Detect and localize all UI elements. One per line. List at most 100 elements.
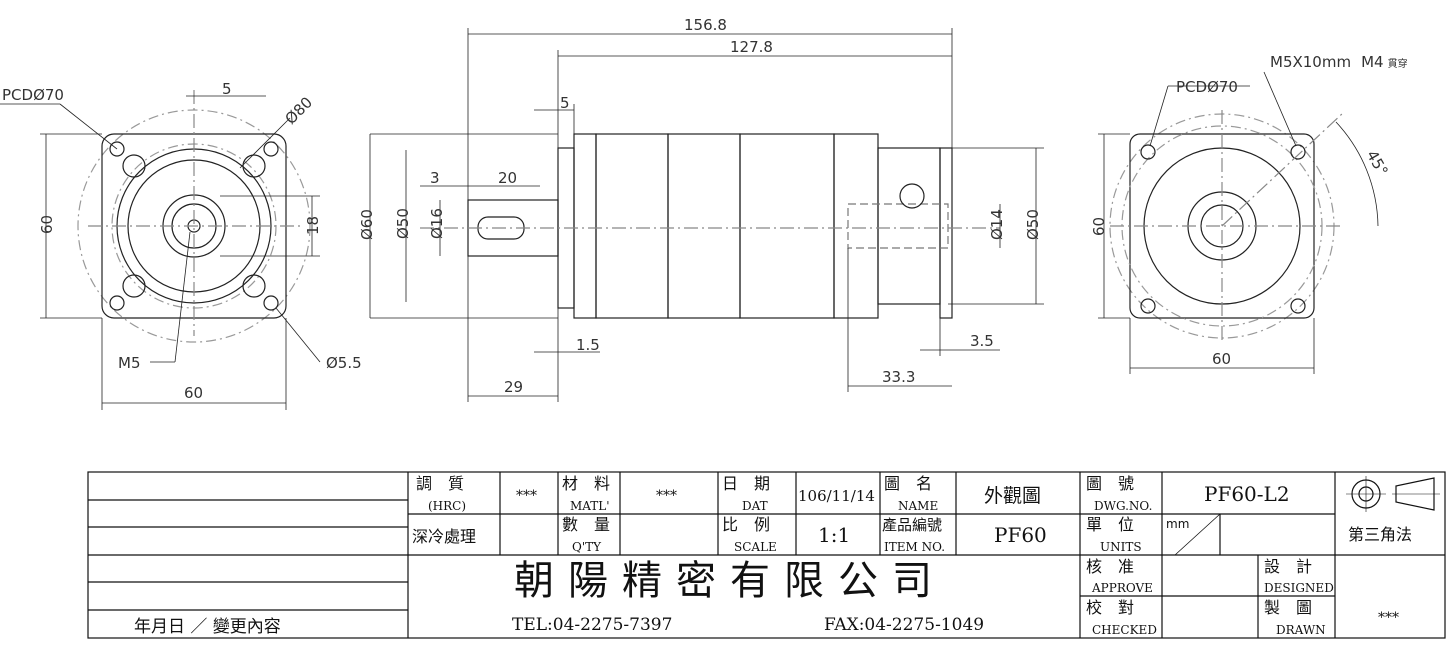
right-thread-note-through: 貫穿 (1388, 57, 1408, 70)
side-key-offset: 3 (430, 169, 440, 187)
item-value: PF60 (994, 523, 1047, 547)
name-sub: NAME (898, 499, 938, 513)
name-value: 外觀圖 (984, 485, 1041, 507)
right-view (1098, 71, 1379, 374)
right-angle: 45° (1363, 147, 1392, 179)
left-width: 60 (184, 384, 203, 402)
side-height: Ø60 (358, 209, 376, 240)
left-height: 60 (38, 215, 56, 234)
hrc-value: *** (516, 488, 537, 504)
left-outer-dia: Ø80 (282, 93, 317, 128)
side-shaft: Ø16 (428, 208, 446, 239)
bolt-hole (242, 274, 266, 298)
left-hole-dia: Ø5.5 (326, 354, 362, 372)
mount-hole (109, 141, 125, 157)
bolt-hole (122, 154, 146, 178)
mount-hole (1290, 144, 1306, 160)
angle-arc (1335, 121, 1379, 227)
side-body-length: 127.8 (730, 38, 773, 56)
bolt-hole (122, 274, 146, 298)
side-rear-dia: Ø50 (1024, 209, 1042, 240)
mount-hole (109, 295, 125, 311)
left-hole-spacing: 5 (222, 80, 232, 98)
housing-3 (739, 133, 835, 319)
housing-1 (595, 133, 669, 319)
scale-value: 1:1 (818, 523, 850, 547)
projection-label: 第三角法 (1348, 525, 1412, 544)
units-diagonal (1174, 513, 1221, 556)
leader-line (275, 307, 321, 363)
dwg-label: 圖 號 (1086, 474, 1134, 493)
scale-label: 比 例 (722, 515, 770, 534)
bore-hidden (847, 203, 949, 249)
date-sub: DAT (742, 499, 768, 513)
motor-flange (877, 147, 941, 305)
side-rear-step: 3.5 (970, 332, 994, 350)
hrc-sub: (HRC) (428, 499, 466, 513)
drawn-sub: DRAWN (1276, 623, 1326, 637)
right-width: 60 (1212, 350, 1231, 368)
right-thread-note-main: M5X10mm (1270, 53, 1351, 71)
approve-label: 核 准 (1086, 557, 1134, 576)
right-height: 60 (1090, 217, 1108, 236)
leader-line (1263, 71, 1297, 147)
mount-hole (1140, 298, 1156, 314)
hrc-treatment: 深冷處理 (412, 527, 476, 546)
adapter (833, 133, 879, 319)
material-sub: MATL' (570, 499, 610, 513)
side-bore: Ø14 (988, 209, 1006, 240)
left-pcd-label: PCDØ70 (2, 86, 64, 104)
date-label: 日 期 (722, 474, 770, 493)
mount-hole (1140, 144, 1156, 160)
side-pilot-depth: 1.5 (576, 336, 600, 354)
qty-sub: Q'TY (572, 540, 602, 554)
material-label: 材 料 (562, 474, 610, 493)
company-fax: FAX:04-2275-1049 (824, 615, 984, 635)
side-rear-length: 33.3 (882, 368, 915, 386)
title-block (87, 471, 1446, 639)
leader-line (1149, 85, 1169, 147)
left-thread: M5 (118, 354, 141, 372)
units-label: 單 位 (1086, 515, 1134, 534)
right-thread-note-m4: M4 (1361, 53, 1384, 71)
checked-sub: CHECKED (1092, 623, 1157, 637)
qty-label: 數 量 (562, 515, 610, 534)
mount-hole (263, 141, 279, 157)
company-name: 朝陽精密有限公司 (514, 558, 946, 604)
item-sub: ITEM NO. (884, 540, 945, 554)
drawn-label: 製 圖 (1264, 598, 1312, 617)
name-label: 圖 名 (884, 474, 932, 493)
side-flange-thk: 5 (560, 94, 570, 112)
leader-line (174, 231, 191, 363)
drawn-value: *** (1378, 610, 1399, 626)
scale-sub: SCALE (734, 540, 777, 554)
access-hole (899, 183, 925, 209)
flange-body (573, 133, 597, 319)
approve-sub: APPROVE (1091, 581, 1153, 595)
leader-line (59, 103, 118, 150)
mount-hole (263, 295, 279, 311)
projection-cone (1395, 477, 1435, 511)
designed-label: 設 計 (1264, 557, 1312, 576)
right-thread-note: M5X10mm M4 貫穿 (1270, 53, 1408, 71)
company-tel: TEL:04-2275-7397 (512, 615, 672, 635)
designed-sub: DESIGNED (1264, 581, 1334, 595)
left-shaft-dim: 18 (304, 216, 322, 235)
checked-label: 校 對 (1086, 598, 1134, 617)
material-value: *** (656, 488, 677, 504)
angle-line (1221, 111, 1345, 227)
housing-2 (667, 133, 741, 319)
leader-line (239, 117, 291, 169)
side-key-length: 20 (498, 169, 517, 187)
revision-label: 年月日 ／ 變更內容 (134, 617, 281, 637)
side-total-length: 156.8 (684, 16, 727, 34)
side-pilot: Ø50 (394, 208, 412, 239)
dwg-value: PF60-L2 (1204, 482, 1290, 506)
date-value: 106/11/14 (798, 487, 875, 505)
side-view (369, 28, 1044, 402)
right-pcd-label: PCDØ70 (1176, 78, 1238, 96)
item-label: 產品編號 (882, 516, 942, 534)
dwg-sub: DWG.NO. (1094, 499, 1152, 513)
side-shaft-length: 29 (504, 378, 523, 396)
